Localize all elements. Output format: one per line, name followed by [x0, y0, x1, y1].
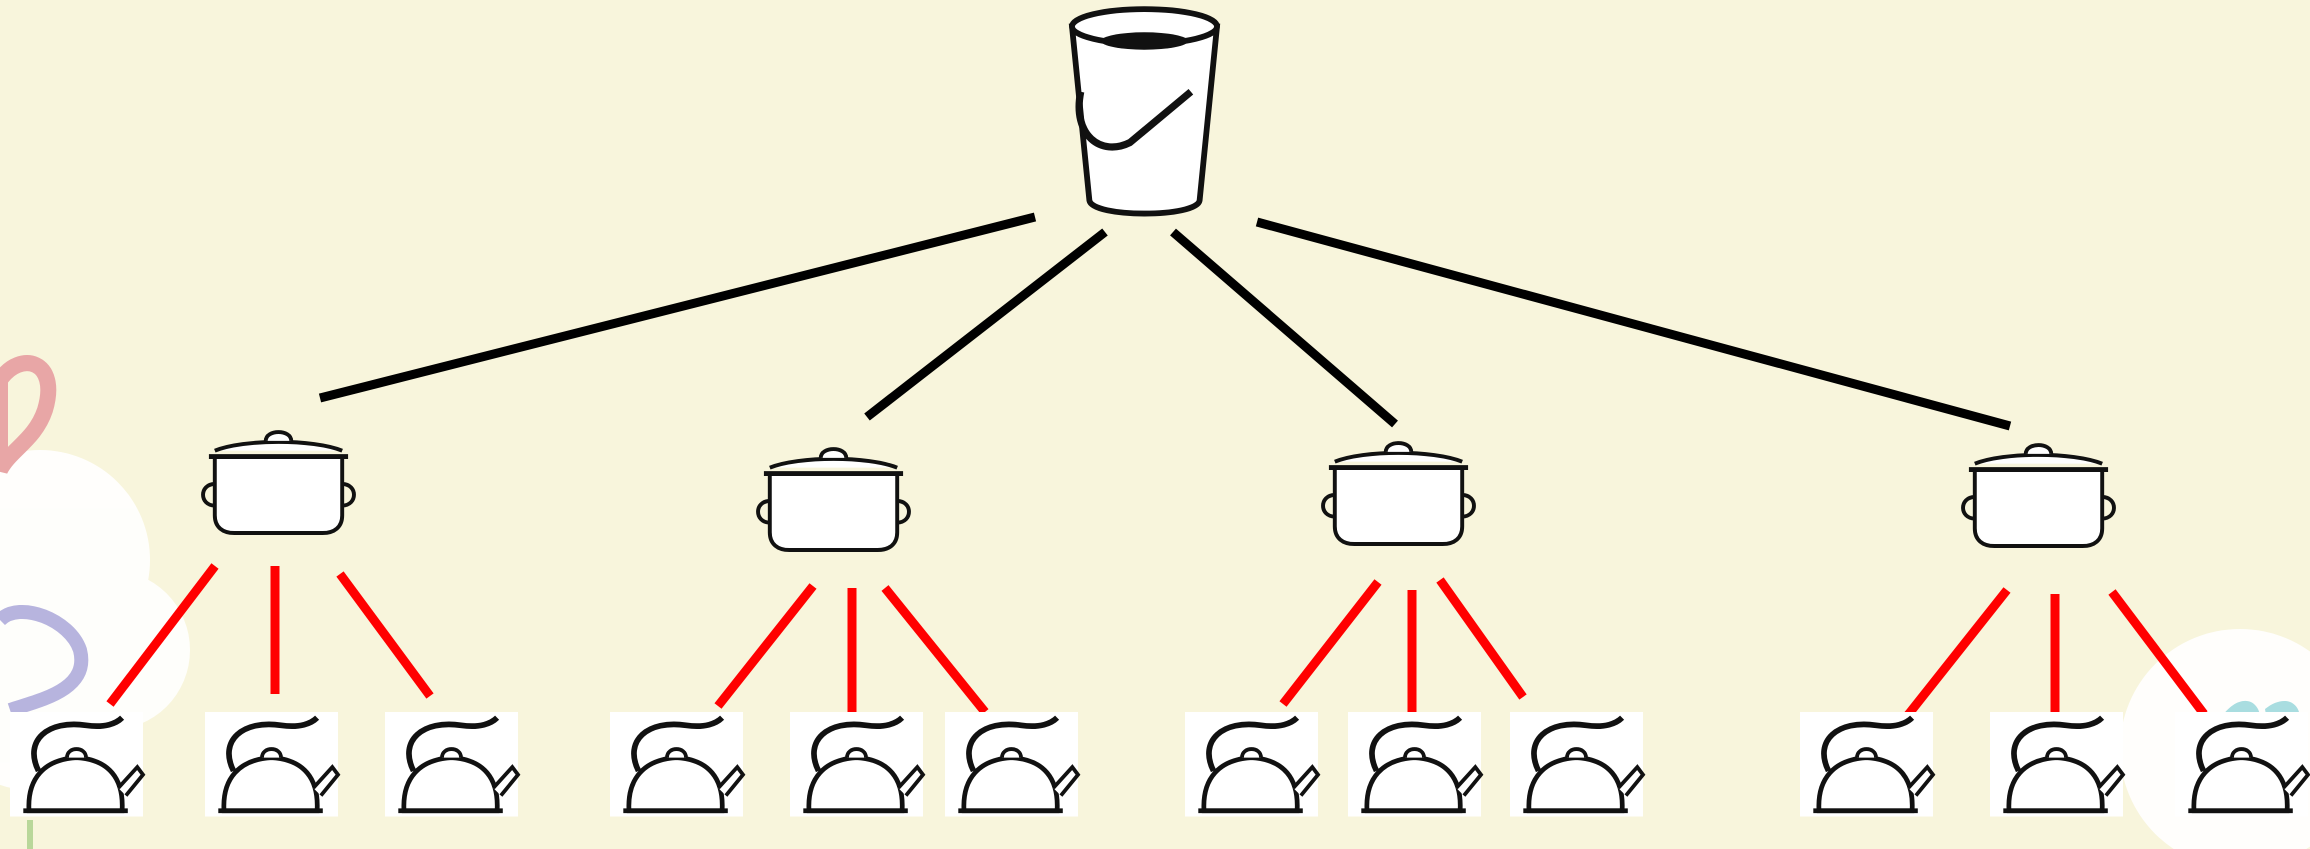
child-edge — [336, 571, 434, 699]
kettle-icon — [1185, 712, 1318, 817]
bucket-icon — [1072, 9, 1217, 213]
pot-icon — [758, 449, 909, 550]
kettle-icon — [10, 712, 143, 817]
root-edge — [1255, 217, 2012, 431]
child-edge — [1896, 587, 2011, 728]
kettle-icon — [205, 712, 338, 817]
child-edge — [106, 563, 219, 707]
child-edge — [2108, 589, 2208, 717]
kettle-icon — [1348, 712, 1481, 817]
pink-heart-icon — [0, 355, 57, 475]
lavender-heart-icon — [0, 604, 89, 717]
kettle-icon — [385, 712, 518, 817]
child-edge — [714, 583, 817, 709]
kettle-icon — [1990, 712, 2123, 817]
pot-icon — [1323, 443, 1474, 544]
pot-icon — [203, 432, 354, 533]
root-edge — [318, 212, 1037, 403]
root-edge — [1170, 228, 1398, 428]
kettle-icon — [2175, 712, 2308, 817]
kettle-icon — [1510, 712, 1643, 817]
child-edge — [881, 585, 989, 715]
root-edge — [864, 228, 1108, 421]
kettle-icon — [945, 712, 1078, 817]
pot-icon — [1963, 445, 2114, 546]
kettle-icon — [610, 712, 743, 817]
child-edge — [1436, 577, 1527, 700]
kettle-icon — [790, 712, 923, 817]
kettle-icon — [1800, 712, 1933, 817]
child-edge — [1279, 579, 1382, 707]
